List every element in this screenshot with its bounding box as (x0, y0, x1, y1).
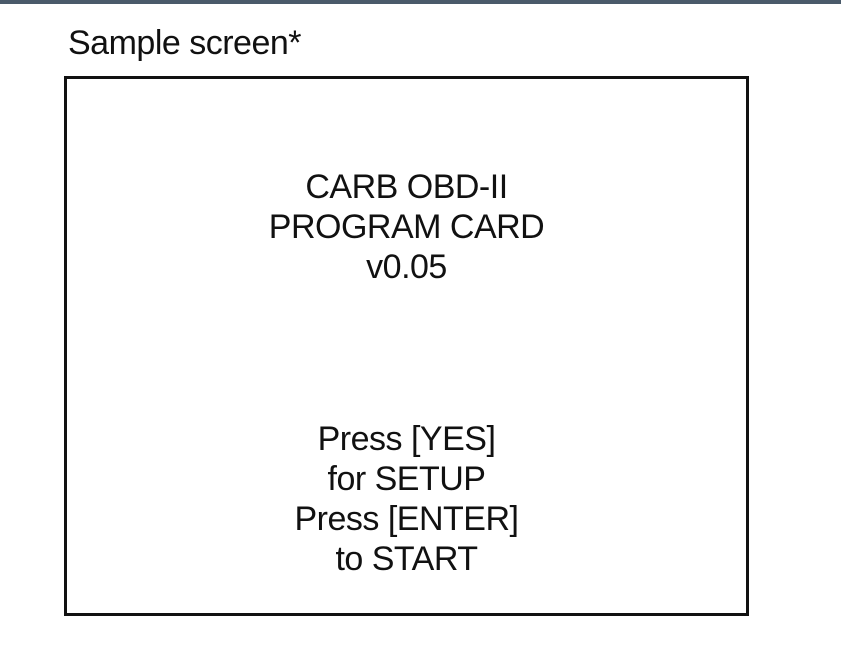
caption: Sample screen* (68, 24, 302, 62)
version-line: v0.05 (366, 248, 447, 286)
instructions: Press [YES] for SETUP Press [ENTER] to S… (67, 419, 746, 579)
device-screen: CARB OBD-II PROGRAM CARD v0.05 Press [YE… (64, 76, 749, 616)
top-border-rule (0, 0, 841, 4)
title-line: CARB OBD-II (305, 168, 508, 206)
instruction-line-setup: for SETUP (327, 460, 486, 498)
instruction-line-yes: Press [YES] (317, 420, 496, 458)
program-title: CARB OBD-II PROGRAM CARD v0.05 (67, 167, 746, 287)
title-line: PROGRAM CARD (268, 208, 545, 246)
instruction-line-enter: Press [ENTER] (294, 500, 519, 538)
instruction-line-start: to START (335, 540, 478, 578)
